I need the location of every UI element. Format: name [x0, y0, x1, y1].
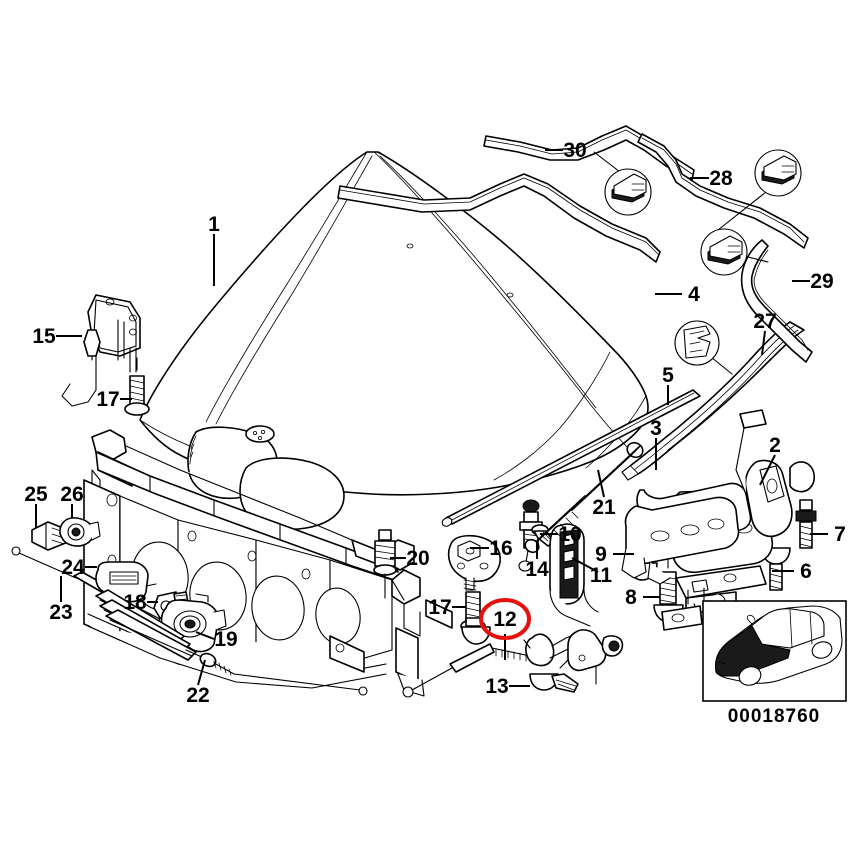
bowden-cable-12[interactable]	[402, 629, 624, 698]
callout-16[interactable]: 16	[470, 537, 513, 560]
seal-rod-4[interactable]	[337, 173, 661, 263]
screw-13[interactable]	[523, 639, 579, 693]
cable-grommet-19[interactable]	[160, 593, 227, 653]
detail-bubble-d	[674, 320, 733, 375]
callout-leader-line	[597, 469, 605, 498]
callout-number: 2	[769, 434, 781, 457]
seal-rod-28[interactable]	[637, 133, 809, 249]
callout-14[interactable]: 14	[525, 541, 549, 581]
detail-bubble-c	[700, 228, 769, 276]
hood-lock-lever[interactable]	[61, 294, 141, 407]
callout-number: 15	[32, 325, 56, 348]
callout-30[interactable]: 30	[545, 139, 587, 162]
callout-leader-line	[761, 330, 766, 356]
callout-17[interactable]: 17	[96, 388, 132, 411]
callout-number: 5	[662, 364, 674, 387]
callout-number: 28	[709, 167, 733, 190]
callout-number: 16	[489, 537, 512, 560]
callout-leader-line	[759, 454, 776, 486]
screw-7[interactable]	[795, 499, 817, 549]
callout-number: 29	[810, 270, 833, 293]
highlighted-part-marker	[479, 598, 531, 640]
callout-29[interactable]: 29	[792, 270, 834, 293]
diagram-id-label: 00018760	[728, 706, 821, 727]
callout-24[interactable]: 24	[61, 556, 97, 579]
callout-number: 30	[563, 139, 586, 162]
callout-number: 18	[123, 591, 147, 614]
callout-25[interactable]: 25	[24, 483, 48, 528]
vehicle-thumbnail[interactable]	[702, 600, 847, 702]
detail-bubble-b	[717, 149, 802, 231]
callout-layer: 1234567891011121314151617171819202122232…	[24, 139, 846, 707]
callout-2[interactable]: 2	[759, 434, 781, 486]
grommet-26[interactable]	[59, 517, 101, 547]
callout-4[interactable]: 4	[655, 283, 700, 306]
callout-number: 27	[753, 310, 776, 333]
callout-number: 9	[595, 543, 607, 566]
callout-leader-line	[195, 631, 215, 640]
callout-number: 8	[625, 586, 637, 609]
callout-number: 7	[834, 523, 846, 546]
detail-bubble-a	[593, 151, 652, 216]
callout-9[interactable]: 9	[595, 543, 634, 566]
callout-8[interactable]: 8	[625, 586, 660, 609]
callout-number: 20	[406, 547, 429, 570]
callout-number: 6	[800, 560, 812, 583]
callout-leader-line	[197, 659, 206, 686]
callout-number: 17	[96, 388, 119, 411]
rod-5[interactable]	[441, 389, 701, 528]
callout-number: 12	[493, 608, 516, 631]
callout-number: 23	[49, 601, 72, 624]
callout-21[interactable]: 21	[592, 469, 616, 519]
callout-number: 24	[61, 556, 85, 579]
callout-11[interactable]: 11	[571, 557, 613, 587]
callout-6[interactable]: 6	[772, 560, 812, 583]
callout-27[interactable]: 27	[753, 310, 777, 356]
callout-5[interactable]: 5	[662, 364, 674, 405]
callout-number: 10	[558, 523, 581, 546]
callout-number: 21	[592, 496, 616, 519]
callout-1[interactable]: 1	[208, 213, 220, 286]
callout-number: 13	[485, 675, 508, 698]
callout-number: 25	[24, 483, 48, 506]
buffer-20[interactable]	[373, 529, 397, 599]
callout-15[interactable]: 15	[32, 325, 82, 348]
callout-26[interactable]: 26	[60, 483, 84, 518]
callout-number: 14	[525, 558, 549, 581]
callout-10[interactable]: 10	[540, 523, 582, 546]
callout-number: 19	[214, 628, 237, 651]
callout-7[interactable]: 7	[810, 523, 846, 546]
callout-leader-line	[571, 557, 599, 573]
callout-23[interactable]: 23	[49, 576, 73, 624]
gas-strut-21[interactable]	[518, 440, 645, 572]
callout-number: 3	[650, 417, 662, 440]
callout-17[interactable]: 17	[428, 596, 466, 619]
callout-18[interactable]: 18	[123, 591, 158, 614]
buffer-17-left[interactable]	[124, 357, 150, 416]
callout-3[interactable]: 3	[650, 417, 662, 470]
callout-number: 26	[60, 483, 83, 506]
callout-13[interactable]: 13	[485, 675, 530, 698]
hood-panel-group[interactable]	[139, 151, 649, 531]
callout-number: 22	[186, 684, 209, 707]
callout-20[interactable]: 20	[390, 547, 430, 570]
callout-number: 11	[590, 564, 613, 587]
hinge-bracket-3[interactable]	[621, 409, 767, 585]
catch-hook-11[interactable]	[549, 523, 599, 627]
callout-19[interactable]: 19	[195, 628, 238, 651]
bowden-cable-22[interactable]	[95, 589, 368, 696]
callout-number: 1	[208, 213, 220, 236]
callout-28[interactable]: 28	[690, 167, 733, 190]
callout-number: 17	[428, 596, 451, 619]
callout-number: 4	[688, 283, 700, 306]
callout-22[interactable]: 22	[186, 659, 210, 707]
